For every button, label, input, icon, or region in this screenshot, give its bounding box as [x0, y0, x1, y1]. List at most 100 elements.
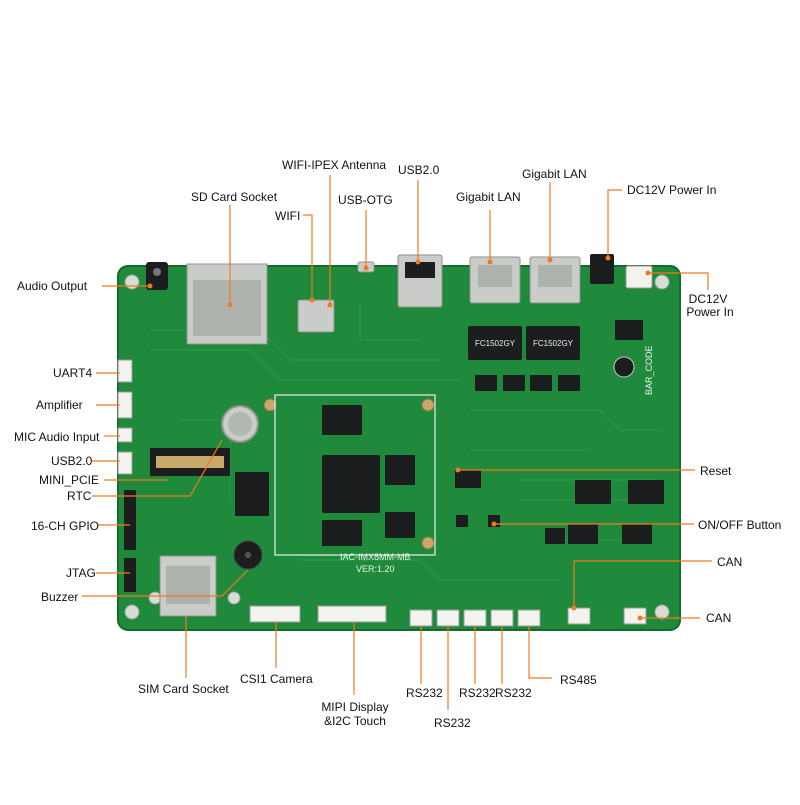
- label-mini-pcie: MINI_PCIE: [39, 473, 100, 487]
- can-connector-lower: [623, 607, 647, 625]
- can-connector-upper: [567, 607, 591, 625]
- leader-dot: [147, 283, 153, 289]
- transformer-chip-label: FC1502GY: [533, 339, 574, 348]
- sim-card-slot: [166, 566, 210, 604]
- leader-dots: [147, 255, 651, 621]
- label-uart4: UART4: [53, 366, 93, 380]
- left-connectors: [117, 359, 136, 592]
- chip: [235, 472, 269, 516]
- label-reset: Reset: [700, 464, 732, 478]
- chip: [545, 528, 565, 544]
- label-buzzer: Buzzer: [41, 590, 79, 604]
- capacitor: [613, 356, 635, 378]
- mounting-hole: [421, 398, 435, 412]
- chip: [575, 480, 611, 504]
- dc-jack: [590, 254, 614, 284]
- label-audio-output: Audio Output: [17, 279, 88, 293]
- rs485-connector: [517, 609, 541, 627]
- transformer-chip: [526, 326, 580, 360]
- leader-dot: [363, 265, 369, 271]
- dc-power-terminal: [625, 265, 653, 289]
- silk-version: VER:1.20: [356, 564, 395, 574]
- silk-barcode: BAR_CODE: [644, 345, 654, 395]
- label-rs232-a: RS232: [406, 686, 443, 700]
- leader-dot: [637, 615, 643, 621]
- chip: [475, 375, 497, 391]
- soc-chip: [322, 455, 380, 513]
- mipi-connector: [317, 605, 387, 623]
- chip: [455, 470, 481, 488]
- gpio-header: [124, 490, 136, 550]
- leader-line: [82, 569, 249, 597]
- mounting-hole: [124, 274, 140, 290]
- rs232-connector: [409, 609, 433, 627]
- leader-dot: [547, 257, 553, 263]
- label-usb20-left: USB2.0: [51, 454, 93, 468]
- transformer-chip-label: FC1502GY: [475, 339, 516, 348]
- mounting-hole: [654, 274, 670, 290]
- label-rs232-d: RS232: [495, 686, 532, 700]
- label-mipi-line2: &I2C Touch: [324, 714, 386, 728]
- leader-dot: [415, 259, 421, 265]
- emmc-chip: [385, 512, 415, 538]
- leader-dot: [487, 259, 493, 265]
- mounting-hole: [654, 604, 670, 620]
- memory-chip: [385, 455, 415, 485]
- leader-dot: [309, 297, 315, 303]
- label-mipi-line1: MIPI Display: [321, 700, 389, 714]
- label-gigabit-lan-right: Gigabit LAN: [522, 167, 587, 181]
- memory-chip: [322, 405, 362, 435]
- label-amplifier: Amplifier: [36, 398, 83, 412]
- audio-jack-hole: [153, 268, 161, 276]
- label-gigabit-lan-left: Gigabit LAN: [456, 190, 521, 204]
- misc-chips: [235, 320, 664, 544]
- rs232-connector: [436, 609, 460, 627]
- chip: [622, 524, 652, 544]
- amplifier-connector: [117, 391, 133, 419]
- bottom-connectors: [249, 605, 647, 627]
- rs232-connector: [490, 609, 514, 627]
- label-usb-otg: USB-OTG: [338, 193, 393, 207]
- leader-line: [573, 560, 712, 608]
- leader-line: [303, 214, 313, 300]
- label-onoff-button: ON/OFF Button: [698, 518, 782, 532]
- label-dc12v-line2: Power In: [686, 305, 734, 319]
- rtc-battery-inner: [228, 412, 252, 436]
- leader-dot: [571, 605, 577, 611]
- csi1-connector: [249, 605, 301, 623]
- transformer-chip: [468, 326, 522, 360]
- chip: [568, 524, 598, 544]
- mini-pcie-pins: [156, 456, 224, 468]
- label-csi1-camera: CSI1 Camera: [240, 672, 313, 686]
- chip: [503, 375, 525, 391]
- label-rtc: RTC: [67, 489, 92, 503]
- lan-port-left-inner: [478, 265, 512, 287]
- leader-line: [528, 626, 552, 679]
- reset-button: [456, 515, 468, 527]
- uart4-connector: [117, 359, 133, 383]
- connectors-top: [146, 254, 653, 345]
- mounting-hole: [148, 591, 162, 605]
- label-sd-card-socket: SD Card Socket: [191, 190, 278, 204]
- silk-model: IAC-IMX8MM-MB: [340, 552, 411, 562]
- label-rs485: RS485: [560, 673, 597, 687]
- leader-dot: [645, 270, 651, 276]
- leader-line: [607, 189, 622, 258]
- mounting-hole: [227, 591, 241, 605]
- leader-line: [92, 439, 223, 497]
- mounting-hole: [124, 604, 140, 620]
- memory-chip: [322, 520, 362, 546]
- label-can-upper: CAN: [717, 555, 743, 569]
- label-dc12v-line1: DC12V: [688, 292, 728, 306]
- leader-dot: [327, 302, 333, 308]
- chip: [615, 320, 643, 340]
- rs232-connector: [463, 609, 487, 627]
- label-can-lower: CAN: [706, 611, 732, 625]
- core-module: IAC-IMX8MM-MB VER:1.20: [274, 394, 436, 574]
- leader-dot: [491, 521, 497, 527]
- leader-dot: [227, 302, 233, 308]
- chip: [530, 375, 552, 391]
- leader-dot: [455, 467, 461, 473]
- label-dc12v-power-in-top: DC12V Power In: [627, 183, 717, 197]
